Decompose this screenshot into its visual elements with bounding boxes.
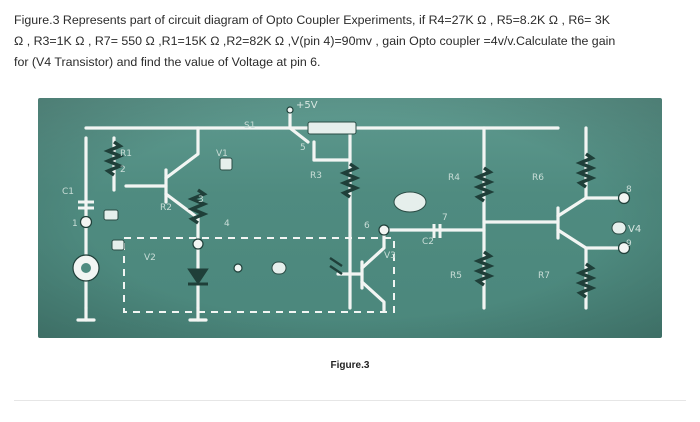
pin8-label: 8: [626, 185, 632, 195]
r2-label: R2: [160, 203, 172, 213]
circuit-diagram-photo: +5V S1 R1 V1 C1 R2 V2 R3 V3 R4 R6 R5 R7 …: [38, 98, 662, 338]
pin3-label: 3: [198, 195, 204, 205]
r5-label: R5: [450, 271, 462, 281]
v2-label: V2: [144, 253, 156, 263]
r6-label: R6: [532, 173, 544, 183]
s1-label: S1: [244, 121, 255, 131]
supply-label: +5V: [296, 100, 318, 111]
v3-label: V3: [384, 251, 396, 261]
pin7-label: 7: [442, 213, 448, 223]
v1-label: V1: [216, 149, 228, 159]
v4-label: V4: [628, 224, 641, 235]
pin1-label: 1: [72, 219, 78, 229]
question-text: Figure.3 Represents part of circuit diag…: [14, 10, 686, 73]
question-line-3: for (V4 Transistor) and find the value o…: [14, 55, 321, 69]
pin5-label: 5: [300, 143, 306, 153]
c2-label: C2: [422, 237, 434, 247]
figure-caption: Figure.3: [330, 360, 370, 371]
r1-label: R1: [120, 149, 132, 159]
c1-label: C1: [62, 187, 74, 197]
r3-label: R3: [310, 171, 322, 181]
question-line-2: Ω , R3=1K Ω , R7= 550 Ω ,R1=15K Ω ,R2=82…: [14, 34, 616, 48]
r7-label: R7: [538, 271, 550, 281]
divider: [14, 400, 686, 401]
question-line-1: Figure.3 Represents part of circuit diag…: [14, 13, 611, 27]
pin2-label: 2: [120, 165, 126, 175]
circuit-diagram: +5V S1 R1 V1 C1 R2 V2 R3 V3 R4 R6 R5 R7 …: [38, 98, 662, 338]
r4-label: R4: [448, 173, 460, 183]
pin4-label: 4: [224, 219, 230, 229]
pin9-label: 9: [626, 239, 632, 249]
pin6-label: 6: [364, 221, 370, 231]
